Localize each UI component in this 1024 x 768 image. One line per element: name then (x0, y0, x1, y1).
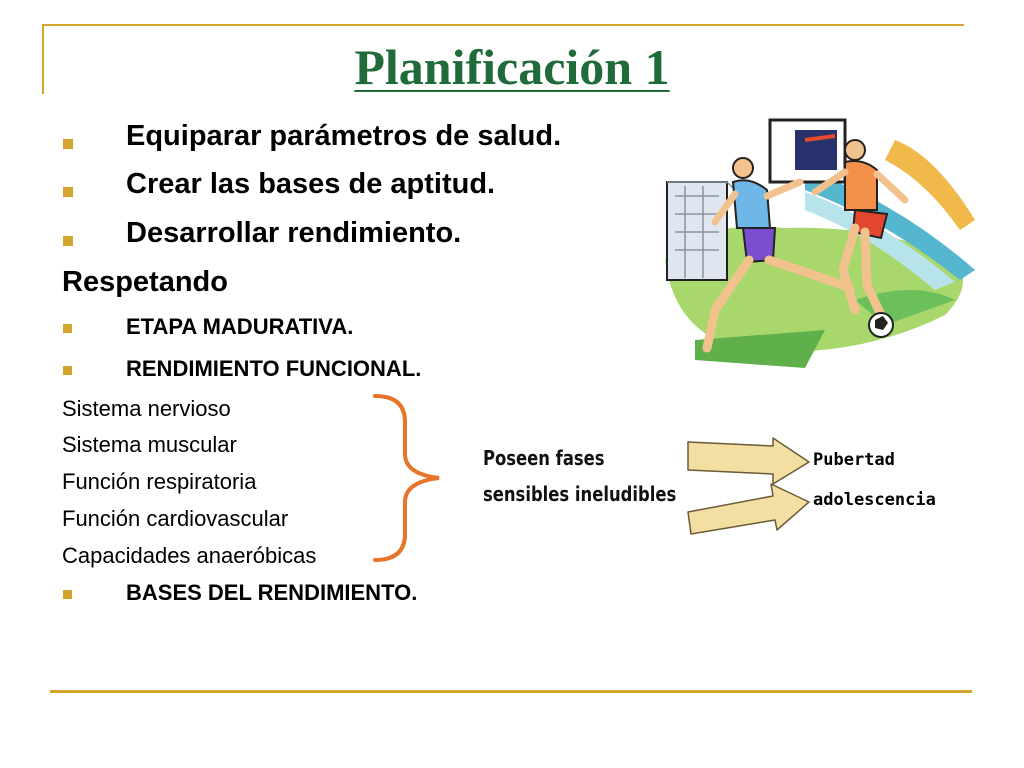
bullet-marker (63, 139, 73, 149)
system-item: Función cardiovascular (62, 506, 289, 531)
note-text: Poseen fases sensibles ineludibles (483, 440, 676, 512)
final-bullet: BASES DEL RENDIMIENTO. (126, 580, 418, 605)
phase-label: Pubertad (813, 450, 895, 470)
system-item: Sistema muscular (62, 432, 237, 457)
sub-bullet-1: ETAPA MADURATIVA. (126, 314, 354, 339)
note-line-2: sensibles ineludibles (483, 482, 677, 506)
bullet-marker (63, 590, 72, 599)
system-item: Sistema nervioso (62, 396, 231, 421)
subheading: Respetando (62, 266, 228, 298)
frame-bottom-line (50, 690, 972, 693)
bullet-marker (63, 187, 73, 197)
bullet-marker (63, 236, 73, 246)
arrow-adolescencia (687, 483, 810, 535)
sub-bullet-2: RENDIMIENTO FUNCIONAL. (126, 356, 422, 381)
bullet-marker (63, 366, 72, 375)
note-line-1: Poseen fases (483, 446, 605, 470)
frame-top-line (42, 24, 964, 26)
phase-label: adolescencia (813, 490, 936, 510)
system-item: Función respiratoria (62, 469, 257, 494)
main-bullet-2: Crear las bases de aptitud. (126, 168, 496, 200)
system-item: Capacidades anaeróbicas (62, 543, 317, 568)
curly-brace (373, 394, 440, 562)
frame-left-line (42, 24, 44, 94)
slide-title: Planificación 1 (354, 39, 670, 95)
bullet-marker (63, 324, 72, 333)
main-bullet-3: Desarrollar rendimiento. (126, 217, 462, 249)
soccer-players-illustration (665, 118, 975, 368)
main-bullet-1: Equiparar parámetros de salud. (126, 120, 562, 152)
arrow-pubertad (687, 437, 810, 485)
